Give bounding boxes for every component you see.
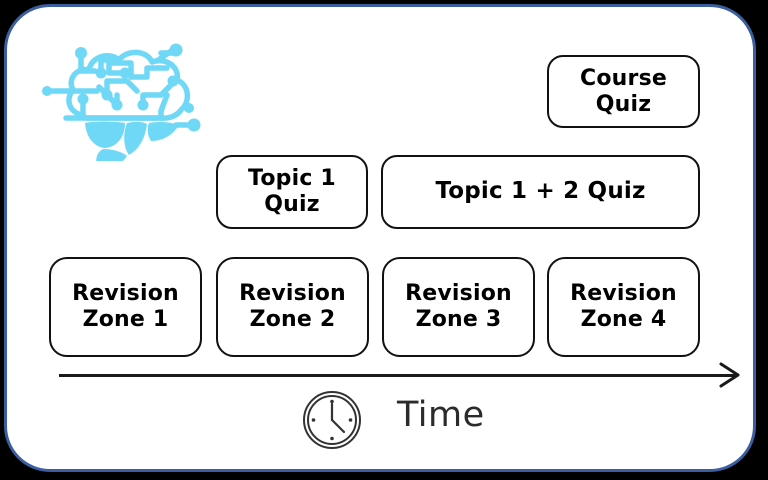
topic-1-plus-2-quiz-box[interactable]: Topic 1 + 2 Quiz <box>381 155 700 229</box>
revision-zone-3-box[interactable]: Revision Zone 3 <box>382 257 535 357</box>
revision-zone-1-label: Revision Zone 1 <box>72 281 179 332</box>
topic-1-quiz-box[interactable]: Topic 1 Quiz <box>216 155 368 229</box>
topic-1-quiz-label: Topic 1 Quiz <box>248 166 336 217</box>
revision-zone-2-label: Revision Zone 2 <box>239 281 346 332</box>
circuit-brain-logo <box>39 33 209 161</box>
time-axis-line <box>59 374 735 377</box>
course-quiz-label: Course Quiz <box>580 65 667 117</box>
time-axis-label: Time <box>397 395 485 435</box>
revision-zone-4-box[interactable]: Revision Zone 4 <box>547 257 700 357</box>
course-quiz-box[interactable]: Course Quiz <box>547 55 700 128</box>
time-axis-arrow-icon <box>717 361 743 389</box>
revision-zone-1-box[interactable]: Revision Zone 1 <box>49 257 202 357</box>
topic-1-plus-2-quiz-label: Topic 1 + 2 Quiz <box>435 178 646 205</box>
revision-zone-2-box[interactable]: Revision Zone 2 <box>216 257 369 357</box>
revision-zone-4-label: Revision Zone 4 <box>570 281 677 332</box>
revision-zone-3-label: Revision Zone 3 <box>405 281 512 332</box>
slide-frame: Course Quiz Topic 1 Quiz Topic 1 + 2 Qui… <box>4 4 756 472</box>
clock-icon <box>302 390 362 450</box>
